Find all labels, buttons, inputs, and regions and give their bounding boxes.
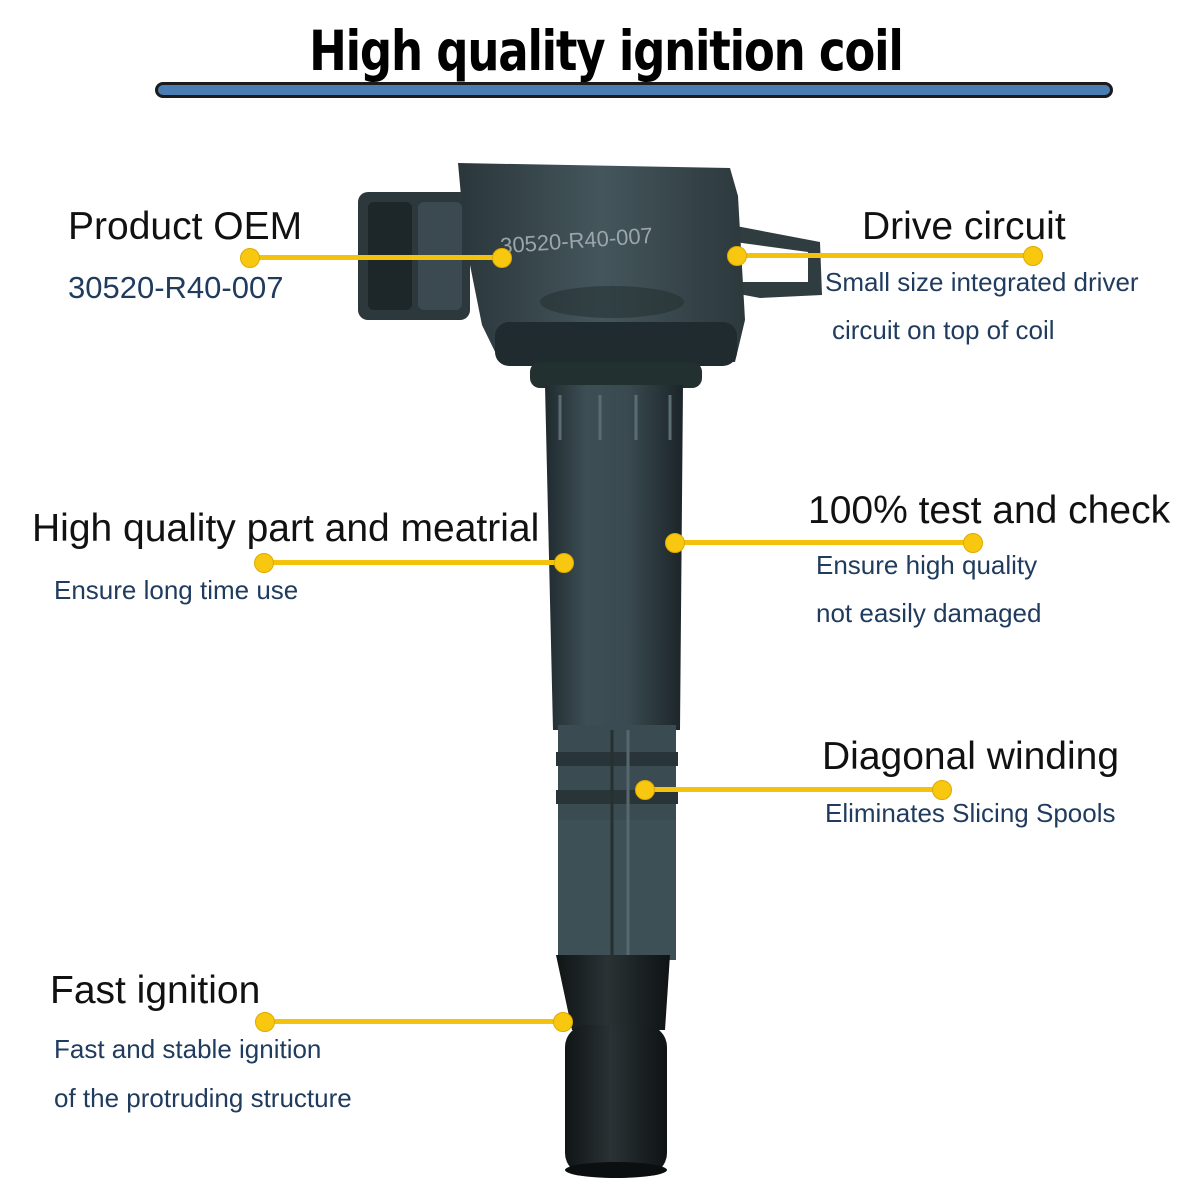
coil-body <box>545 385 683 730</box>
title-underline-bar <box>155 82 1113 98</box>
callout-winding-line <box>646 787 942 792</box>
callout-drive-dot-start <box>727 246 747 266</box>
callout-material-dot-start <box>254 553 274 573</box>
callout-drive-heading: Drive circuit <box>862 205 1066 248</box>
callout-winding-sub1: Eliminates Slicing Spools <box>825 798 1116 828</box>
page-title: High quality ignition coil <box>309 19 904 83</box>
callout-oem-dot-start <box>240 248 260 268</box>
callout-material-sub1: Ensure long time use <box>54 575 299 605</box>
rubber-boot <box>556 955 670 1178</box>
callout-ignition-line <box>264 1019 564 1024</box>
coil-head <box>458 163 745 388</box>
callout-drive-line <box>738 253 1034 258</box>
callout-test-dot-end <box>963 533 983 553</box>
callout-test-dot-start <box>665 533 685 553</box>
callout-material-dot-end <box>554 553 574 573</box>
callout-winding-dot-end <box>932 780 952 800</box>
callout-oem-dot-end <box>492 248 512 268</box>
callout-ignition-dot-end <box>553 1012 573 1032</box>
callout-oem-part-number: 30520-R40-007 <box>68 270 284 305</box>
callout-drive-sub2: circuit on top of coil <box>832 315 1055 345</box>
callout-test-sub1: Ensure high quality <box>816 550 1038 580</box>
callout-ignition-dot-start <box>255 1012 275 1032</box>
callout-oem-line <box>248 255 502 260</box>
callout-oem-heading: Product OEM <box>68 205 303 248</box>
callout-ignition-sub1: Fast and stable ignition <box>54 1034 322 1064</box>
callout-ignition-heading: Fast ignition <box>50 969 261 1012</box>
callout-drive-dot-end <box>1023 246 1043 266</box>
callout-winding-dot-start <box>635 780 655 800</box>
callout-material-line <box>262 560 566 565</box>
callout-drive-sub1: Small size integrated driver <box>825 267 1139 297</box>
callout-ignition-sub2: of the protruding structure <box>54 1083 352 1113</box>
winding-section <box>556 725 678 960</box>
callout-test-heading: 100% test and check <box>808 489 1171 532</box>
callout-test-line <box>676 540 974 545</box>
callout-winding-heading: Diagonal winding <box>822 735 1120 778</box>
callout-test-sub2: not easily damaged <box>816 598 1042 628</box>
callout-material-heading: High quality part and meatrial <box>32 507 540 550</box>
